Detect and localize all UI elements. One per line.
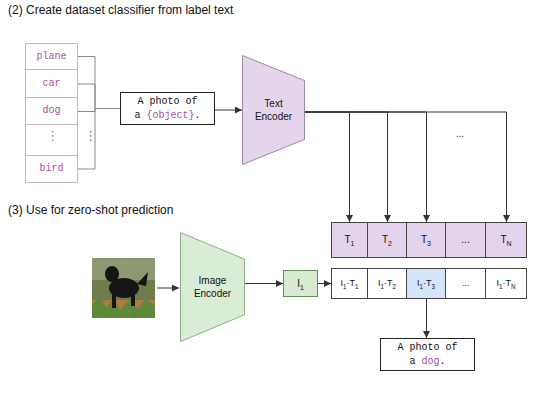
text-embedding-box: T1 <box>331 222 368 258</box>
column-border <box>25 125 26 155</box>
prompt-box: A photo of a {object}. <box>120 92 215 125</box>
dog-leg <box>112 292 116 308</box>
node-text: plane <box>36 50 66 64</box>
class-label-box: dog <box>25 98 78 125</box>
node-text: T1 <box>344 233 354 247</box>
connector <box>305 112 507 222</box>
ellipsis-mark: ... <box>456 128 464 139</box>
class-label-box: car <box>25 70 78 98</box>
similarity-box: I1·T2 <box>368 268 407 299</box>
encoder-block: Text Encoder <box>242 55 305 165</box>
node-text: I1 <box>297 277 304 291</box>
ellipsis-mark: ⋮ <box>46 128 59 143</box>
photo-arrow <box>157 288 179 289</box>
connector <box>78 109 120 170</box>
encoder-shape <box>242 55 305 165</box>
section-heading: (3) Use for zero-shot prediction <box>8 203 173 217</box>
image-embedding-box: I1 <box>283 270 318 297</box>
photo-plants <box>92 296 155 318</box>
node-text: A photo of a {object}. <box>132 95 203 122</box>
similarity-box: ... <box>446 268 486 299</box>
class-label-box: plane <box>25 43 78 70</box>
node-text: ... <box>461 233 469 247</box>
node-text: I1·T3 <box>417 277 435 289</box>
similarity-box: I1·TN <box>486 268 527 299</box>
encoder-outline <box>181 233 245 342</box>
node-text: I1·TN <box>496 277 515 289</box>
node-text: T2 <box>382 233 392 247</box>
node-text: bird <box>39 162 63 176</box>
text-embedding-box: T3 <box>407 222 446 258</box>
class-label-box: bird <box>25 155 78 183</box>
connector <box>245 283 283 284</box>
dog-head <box>105 266 119 282</box>
node-text: Text Encoder <box>250 97 297 124</box>
ellipsis-mark: ⋮ <box>84 128 97 143</box>
text-embedding-box: ... <box>446 222 486 258</box>
photo-background <box>92 258 155 318</box>
connector <box>305 112 350 222</box>
node-text: ... <box>462 277 470 289</box>
section-heading: (2) Create dataset classifier from label… <box>8 3 233 17</box>
text-embedding-box: T2 <box>368 222 407 258</box>
connector <box>78 84 120 109</box>
connector <box>215 110 242 111</box>
prompt-box: A photo of a dog. <box>380 338 475 371</box>
node-text: TN <box>500 233 511 247</box>
node-text: Image Encoder <box>188 274 237 301</box>
connector <box>78 109 120 112</box>
encoder-shape <box>180 232 245 342</box>
similarity-box: I1·T3 <box>407 268 446 299</box>
node-text: car <box>42 77 60 91</box>
node-text: T3 <box>421 233 431 247</box>
node-text: A photo of a dog. <box>392 341 463 368</box>
connector <box>318 283 331 284</box>
node-text: I1·T2 <box>378 277 396 289</box>
dog-leg <box>131 292 135 306</box>
encoder-block: Image Encoder <box>180 232 245 342</box>
connector <box>305 112 427 222</box>
connector <box>78 57 120 109</box>
column-border <box>77 125 78 155</box>
similarity-box: I1·T1 <box>331 268 368 299</box>
text-embedding-box: TN <box>486 222 527 258</box>
encoder-outline <box>243 56 305 165</box>
connector <box>426 299 427 338</box>
dog-tail <box>137 272 148 286</box>
connector <box>305 112 388 222</box>
dog-photo <box>92 258 155 318</box>
node-text: I1·T1 <box>340 277 358 289</box>
node-text: dog <box>42 104 60 118</box>
